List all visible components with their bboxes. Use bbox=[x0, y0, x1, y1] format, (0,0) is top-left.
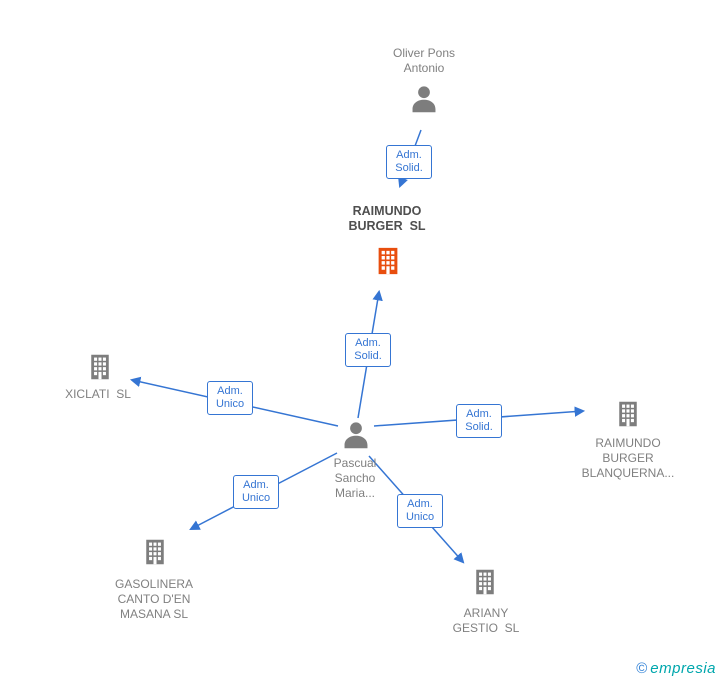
building-icon[interactable] bbox=[86, 353, 114, 381]
node-label-oliver[interactable]: Oliver Pons Antonio bbox=[392, 46, 456, 75]
copyright-icon: © bbox=[636, 660, 648, 677]
node-label-pascual[interactable]: Pascual Sancho Maria... bbox=[333, 456, 377, 500]
edge-label-pascual-gasolinera: Adm. Unico bbox=[233, 475, 279, 509]
edge-label-pascual-blanquerna: Adm. Solid. bbox=[456, 404, 502, 438]
node-label-xiclati[interactable]: XICLATI SL bbox=[65, 387, 131, 401]
building-icon[interactable] bbox=[614, 400, 642, 428]
empresia-logo[interactable]: ©empresia bbox=[636, 660, 716, 677]
node-label-gasolinera[interactable]: GASOLINERA CANTO D'EN MASANA SL bbox=[114, 577, 194, 621]
node-label-raimundo-blanquerna[interactable]: RAIMUNDO BURGER BLANQUERNA... bbox=[581, 436, 675, 480]
person-icon[interactable] bbox=[408, 84, 440, 116]
edge-label-pascual-xiclati: Adm. Unico bbox=[207, 381, 253, 415]
brand-name: empresia bbox=[650, 660, 716, 677]
node-label-ariany[interactable]: ARIANY GESTIO SL bbox=[452, 606, 520, 635]
edge-label-pascual-ariany: Adm. Unico bbox=[397, 494, 443, 528]
person-icon[interactable] bbox=[340, 420, 372, 452]
edge-label-oliver-raimundo: Adm. Solid. bbox=[386, 145, 432, 179]
node-label-raimundo-burger[interactable]: RAIMUNDO BURGER SL bbox=[348, 204, 426, 233]
building-icon[interactable] bbox=[471, 568, 499, 596]
edge-label-pascual-raimundo: Adm. Solid. bbox=[345, 333, 391, 367]
building-icon[interactable] bbox=[141, 538, 169, 566]
building-icon[interactable] bbox=[373, 246, 403, 276]
